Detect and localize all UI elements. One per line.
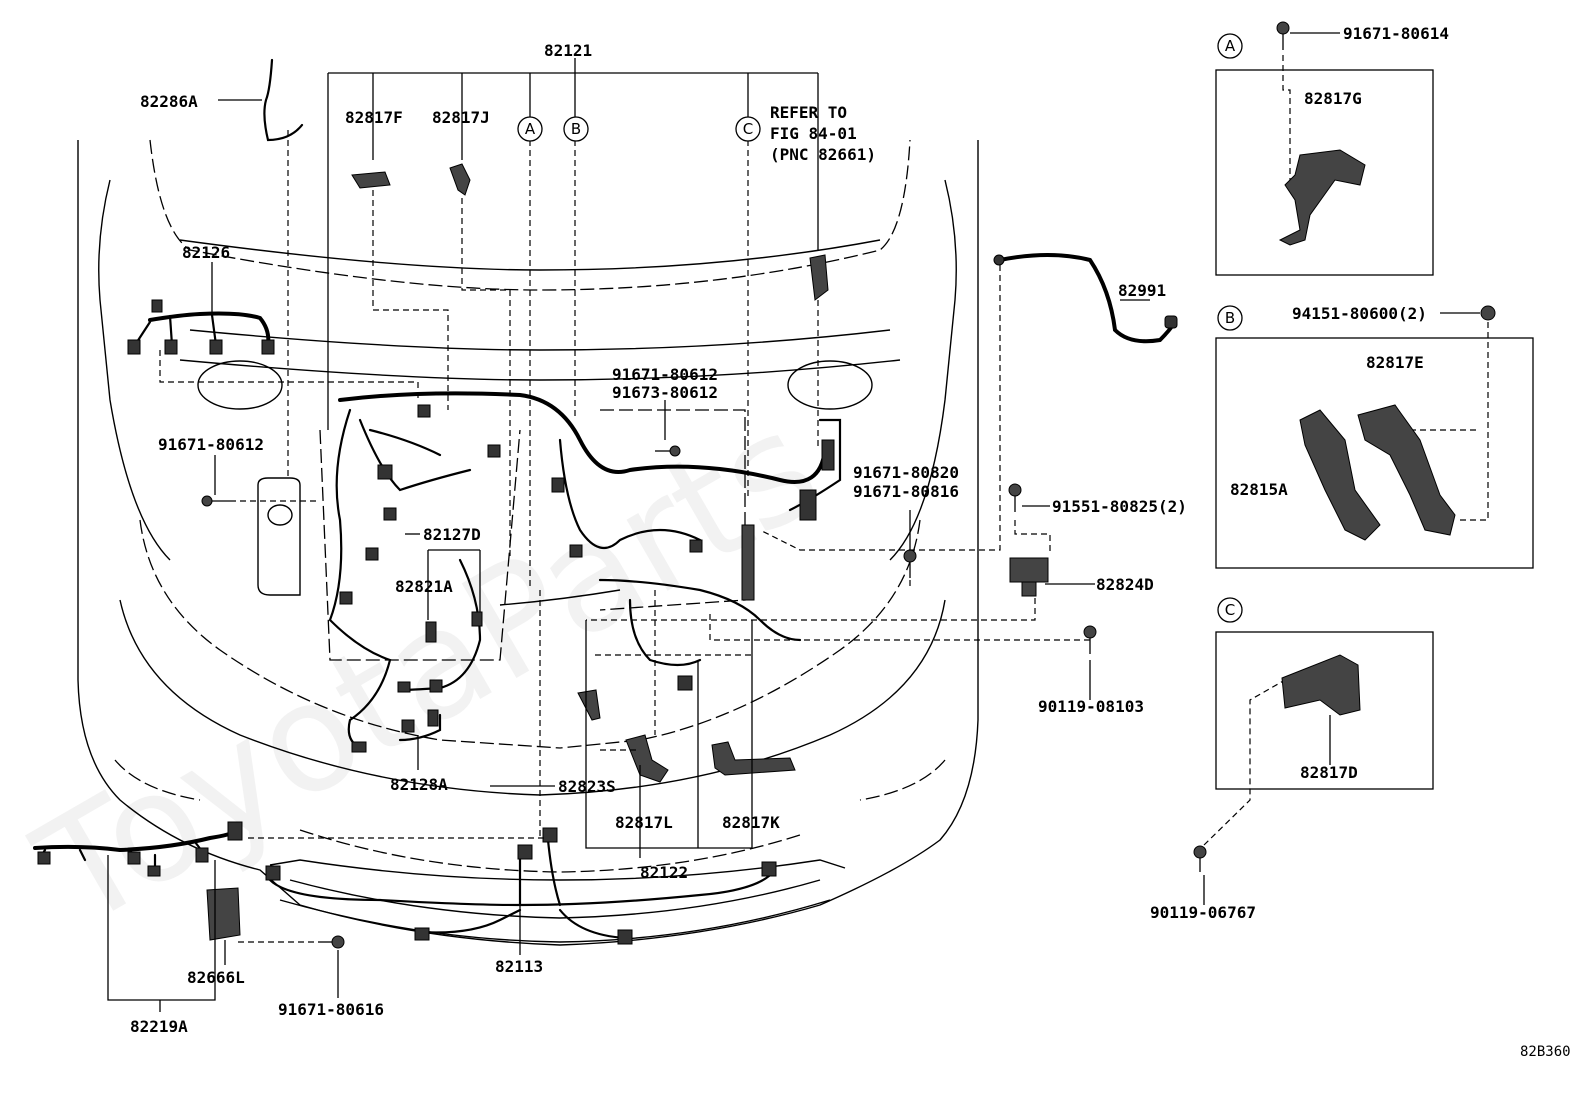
label-91671-80612-left: 91671-80612 xyxy=(158,435,264,454)
svg-text:B: B xyxy=(571,120,581,138)
label-91671-80820: 91671-80820 xyxy=(853,463,959,482)
harness-connectors xyxy=(37,254,1178,945)
refer-note-line3: (PNC 82661) xyxy=(770,145,876,164)
label-91671-80816: 91671-80816 xyxy=(853,482,959,501)
label-91671-80614: 91671-80614 xyxy=(1343,24,1449,43)
detail-a-box xyxy=(1215,69,1434,276)
label-82817G: 82817G xyxy=(1304,89,1362,108)
svg-text:C: C xyxy=(743,120,753,138)
label-82817F: 82817F xyxy=(345,108,403,127)
label-82122: 82122 xyxy=(640,863,688,882)
leader-lines xyxy=(107,32,1480,1012)
part-labels: 82121 82286A 82817F 82817J REFER TO FIG … xyxy=(130,24,1571,1060)
marker-b-detail: B xyxy=(1217,305,1243,331)
refer-note-line1: REFER TO xyxy=(770,103,847,122)
label-82817E: 82817E xyxy=(1366,353,1424,372)
bolts xyxy=(201,21,1496,949)
label-82219A: 82219A xyxy=(130,1017,188,1036)
label-94151-80600: 94151-80600(2) xyxy=(1292,304,1427,323)
label-82815A: 82815A xyxy=(1230,480,1288,499)
label-91671-80616: 91671-80616 xyxy=(278,1000,384,1019)
label-82817D: 82817D xyxy=(1300,763,1358,782)
marker-a-main: A xyxy=(517,116,543,142)
diagram-code: 82B360 xyxy=(1520,1044,1571,1060)
label-82121: 82121 xyxy=(544,41,592,60)
detail-b-box xyxy=(1215,337,1534,569)
label-90119-08103: 90119-08103 xyxy=(1038,697,1144,716)
label-82113: 82113 xyxy=(495,957,543,976)
label-82823S: 82823S xyxy=(558,777,616,796)
label-91551-80825: 91551-80825(2) xyxy=(1052,497,1187,516)
svg-text:A: A xyxy=(1225,37,1236,55)
marker-b-main: B xyxy=(563,116,589,142)
svg-text:A: A xyxy=(525,120,536,138)
vehicle-body-outline xyxy=(77,139,979,946)
label-82817L: 82817L xyxy=(615,813,673,832)
label-82817J: 82817J xyxy=(432,108,490,127)
label-82128A: 82128A xyxy=(390,775,448,794)
label-91673-80612: 91673-80612 xyxy=(612,383,718,402)
label-82286A: 82286A xyxy=(140,92,198,111)
svg-text:C: C xyxy=(1225,601,1235,619)
label-82126: 82126 xyxy=(182,243,230,262)
label-82991: 82991 xyxy=(1118,281,1166,300)
svg-text:B: B xyxy=(1225,309,1235,327)
dashed-reference-lines xyxy=(159,55,1489,943)
marker-c-main: C xyxy=(735,116,761,142)
detail-c-box xyxy=(1215,631,1434,790)
engine-wire-harness xyxy=(33,58,1177,940)
label-82127D: 82127D xyxy=(423,525,481,544)
label-91671-80612-mid: 91671-80612 xyxy=(612,365,718,384)
refer-note-line2: FIG 84-01 xyxy=(770,124,857,143)
label-90119-06767: 90119-06767 xyxy=(1150,903,1256,922)
marker-c-detail: C xyxy=(1217,597,1243,623)
label-82824D: 82824D xyxy=(1096,575,1154,594)
label-82817K: 82817K xyxy=(722,813,780,832)
label-82821A: 82821A xyxy=(395,577,453,596)
label-82666L: 82666L xyxy=(187,968,245,987)
marker-a-detail: A xyxy=(1217,33,1243,59)
